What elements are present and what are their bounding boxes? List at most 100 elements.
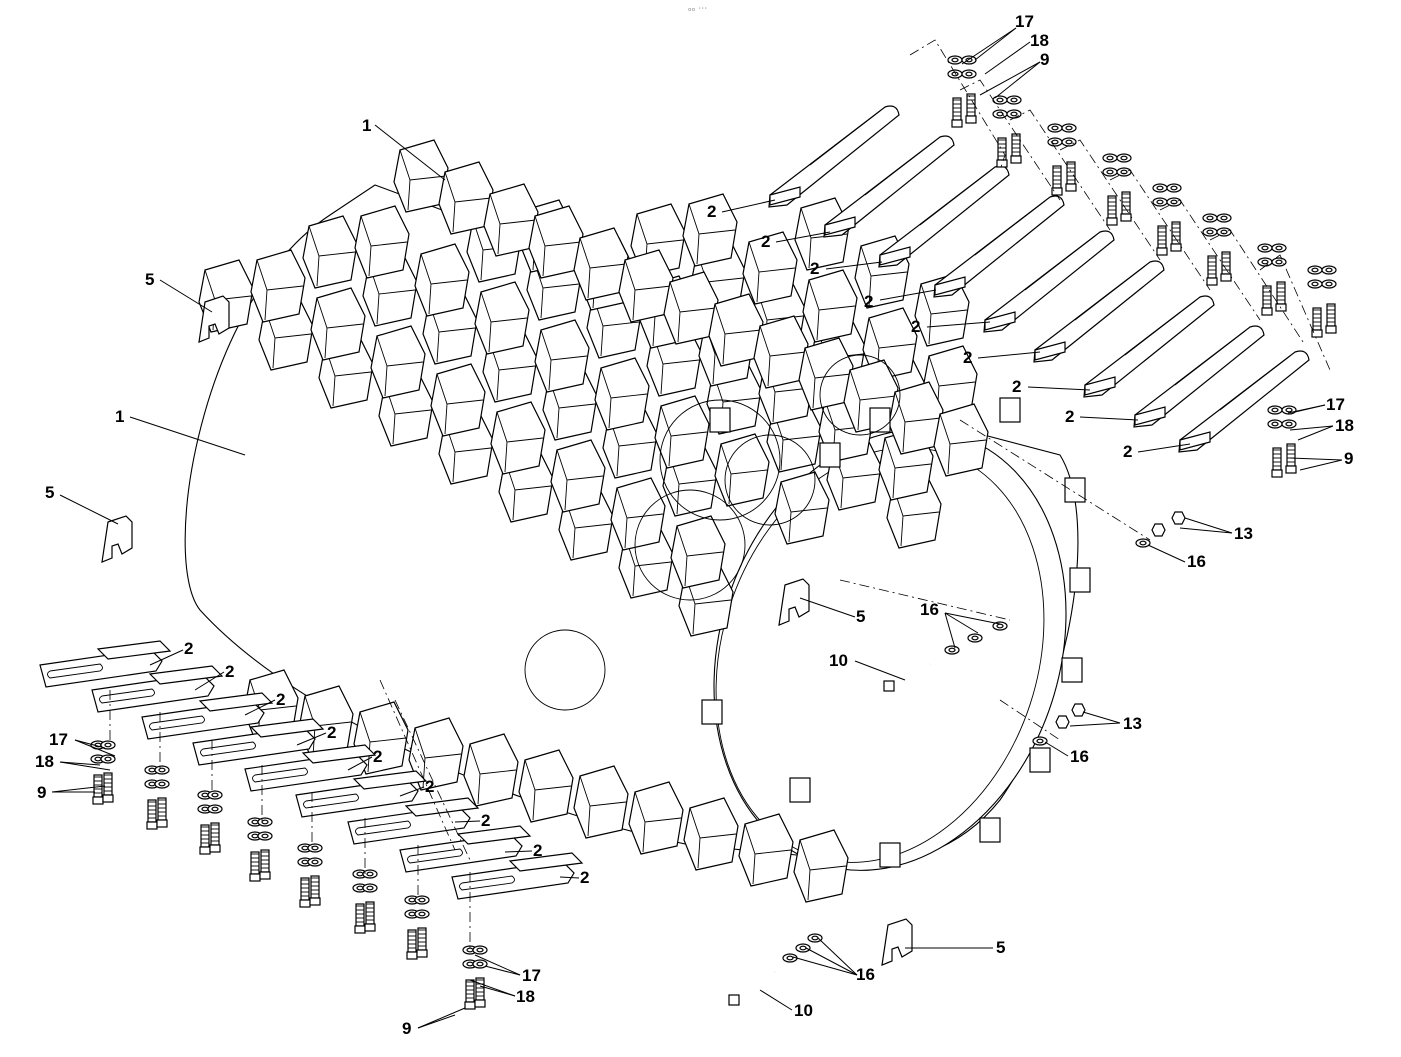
leader-line	[149, 649, 184, 666]
leader-line	[469, 979, 516, 997]
lock-washer	[362, 883, 378, 893]
assembly-line	[1009, 109, 1111, 231]
flat-washer	[414, 895, 430, 905]
callout-label: 18	[35, 752, 54, 771]
pad-foot	[683, 797, 739, 871]
screw	[299, 877, 311, 908]
pad-foot	[490, 401, 546, 475]
leader-line	[1147, 544, 1186, 563]
assembly-line	[999, 699, 1061, 741]
callout-label: 16	[1070, 747, 1089, 766]
screw	[364, 901, 376, 932]
scraper-blade	[1178, 350, 1310, 453]
lock-washer	[154, 779, 170, 789]
lock-washer	[1061, 137, 1077, 147]
leader-line	[1082, 711, 1121, 724]
small-washer	[1135, 538, 1151, 548]
flat-washer	[1271, 243, 1287, 253]
leader-line	[417, 1007, 466, 1029]
pad-foot	[628, 781, 684, 855]
pad-foot	[463, 733, 519, 807]
screw	[1275, 281, 1287, 312]
detail-circle	[659, 399, 781, 521]
leader-line	[51, 785, 106, 793]
callout-label: 2	[864, 292, 873, 311]
lock-washer	[1006, 109, 1022, 119]
pad-foot	[742, 231, 798, 305]
drum-assembly	[184, 139, 1091, 903]
callout-label: 2	[373, 747, 382, 766]
callout-label: 1	[362, 116, 371, 135]
screw	[1010, 133, 1022, 164]
mount-bracket	[979, 817, 1001, 843]
leader-line	[74, 739, 106, 749]
lock-washer	[1216, 227, 1232, 237]
leader-line	[1069, 722, 1121, 727]
pad-foot	[594, 357, 650, 431]
leader-line	[805, 947, 858, 976]
leader-line	[59, 761, 101, 766]
leader-line	[374, 124, 446, 181]
leader-line	[74, 739, 116, 757]
flat-washer	[362, 869, 378, 879]
flat-washer	[1047, 123, 1063, 133]
flat-washer	[1216, 213, 1232, 223]
leader-line	[977, 351, 1041, 359]
callout-label: 2	[327, 723, 336, 742]
screw	[354, 903, 366, 934]
screw	[1120, 191, 1132, 222]
leader-line	[817, 937, 858, 976]
leader-line	[1079, 416, 1139, 421]
leader-line	[1044, 741, 1069, 757]
assembly-line	[1209, 229, 1306, 346]
pad-foot	[534, 319, 590, 393]
detail-circle	[724, 434, 816, 526]
lock-washer	[1102, 167, 1118, 177]
lock-washer	[307, 857, 323, 867]
pad-foot	[550, 439, 606, 513]
pad-foot	[802, 269, 858, 343]
leader-line	[799, 597, 856, 618]
lock-washer	[1166, 197, 1182, 207]
leader-line	[721, 199, 776, 213]
scraper-blade	[1033, 260, 1165, 363]
assembly-line	[909, 39, 1006, 171]
leader-line	[1297, 425, 1334, 441]
scraper-blade	[399, 825, 532, 873]
leader-line	[296, 732, 327, 746]
leader-line	[1027, 386, 1091, 391]
callout-label: 16	[920, 600, 939, 619]
flat-washer	[154, 765, 170, 775]
pad-foot	[654, 395, 710, 469]
screw	[1156, 225, 1168, 256]
leader-line	[961, 27, 1017, 65]
pad-foot	[794, 197, 850, 271]
flat-washer	[1006, 95, 1022, 105]
screw	[1220, 251, 1232, 282]
assembly-line	[1109, 169, 1211, 291]
callout-label: 18	[516, 987, 535, 1006]
mount-bracket	[879, 842, 901, 868]
screw	[1206, 255, 1218, 286]
screw	[309, 875, 321, 906]
mount-bracket	[701, 699, 723, 725]
pad-foot	[528, 205, 584, 279]
small-washer	[992, 621, 1008, 631]
small-washer	[944, 645, 960, 655]
flat-washer	[472, 945, 488, 955]
pad-foot	[474, 281, 530, 355]
pad-foot	[438, 161, 494, 235]
leader-line	[1299, 459, 1343, 471]
flat-washer	[1061, 123, 1077, 133]
callout-label: 18	[1335, 416, 1354, 435]
screw	[146, 799, 158, 830]
nut	[1151, 523, 1166, 537]
lock-washer	[1152, 197, 1168, 207]
fastener-hardware	[90, 55, 1337, 1010]
callout-label: 2	[1065, 407, 1074, 426]
lock-washer	[1307, 279, 1323, 289]
flat-washer	[947, 55, 963, 65]
pad-foot	[738, 813, 794, 887]
scraper-blade	[768, 105, 900, 208]
pad-foot	[573, 765, 629, 839]
